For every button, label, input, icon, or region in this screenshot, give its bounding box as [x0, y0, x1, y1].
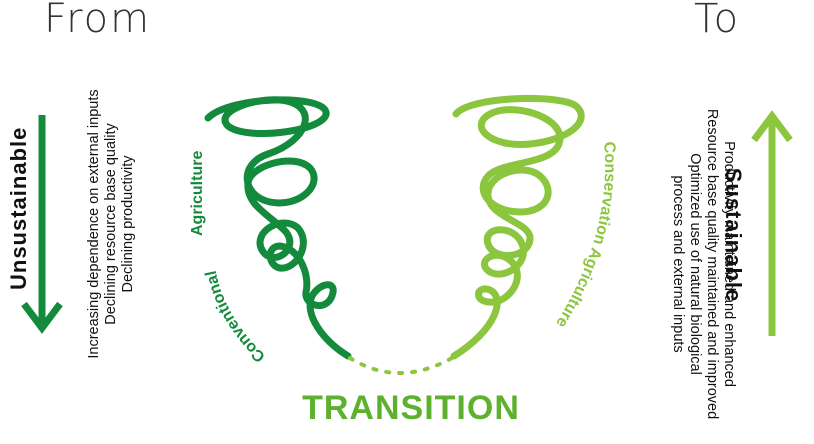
- conventional-spiral: [204, 96, 352, 360]
- conservation-spiral: [450, 94, 585, 360]
- list-item: Declining productivity: [120, 155, 136, 293]
- agriculture-label-left: Agriculture: [189, 151, 206, 236]
- up-arrow-icon: [751, 110, 793, 336]
- from-heading: From: [44, 0, 152, 42]
- list-item: Increasing dependence on external inputs: [86, 89, 102, 359]
- list-item: Productivity maintained and enhanced: [721, 141, 737, 387]
- unsustainable-label: Unsustainable: [6, 126, 31, 290]
- down-arrow-icon: [21, 115, 63, 334]
- list-item: Declining resource base quality: [103, 123, 119, 325]
- sustainable-list: Productivity maintained and enhanced Res…: [665, 99, 737, 429]
- transition-dotted-arc: [348, 356, 454, 375]
- unsustainable-list: Increasing dependence on external inputs…: [86, 57, 140, 391]
- list-item: Resource base quality maintained and imp…: [704, 108, 720, 420]
- to-heading: To: [694, 0, 741, 42]
- conservation-agriculture-label: Conservation Agriculture: [552, 141, 618, 330]
- conventional-label: Conventional: [203, 269, 269, 365]
- list-item: process and external inputs: [670, 175, 686, 353]
- transition-label: TRANSITION: [302, 389, 520, 427]
- list-item: Optimized use of natural biological: [687, 153, 703, 375]
